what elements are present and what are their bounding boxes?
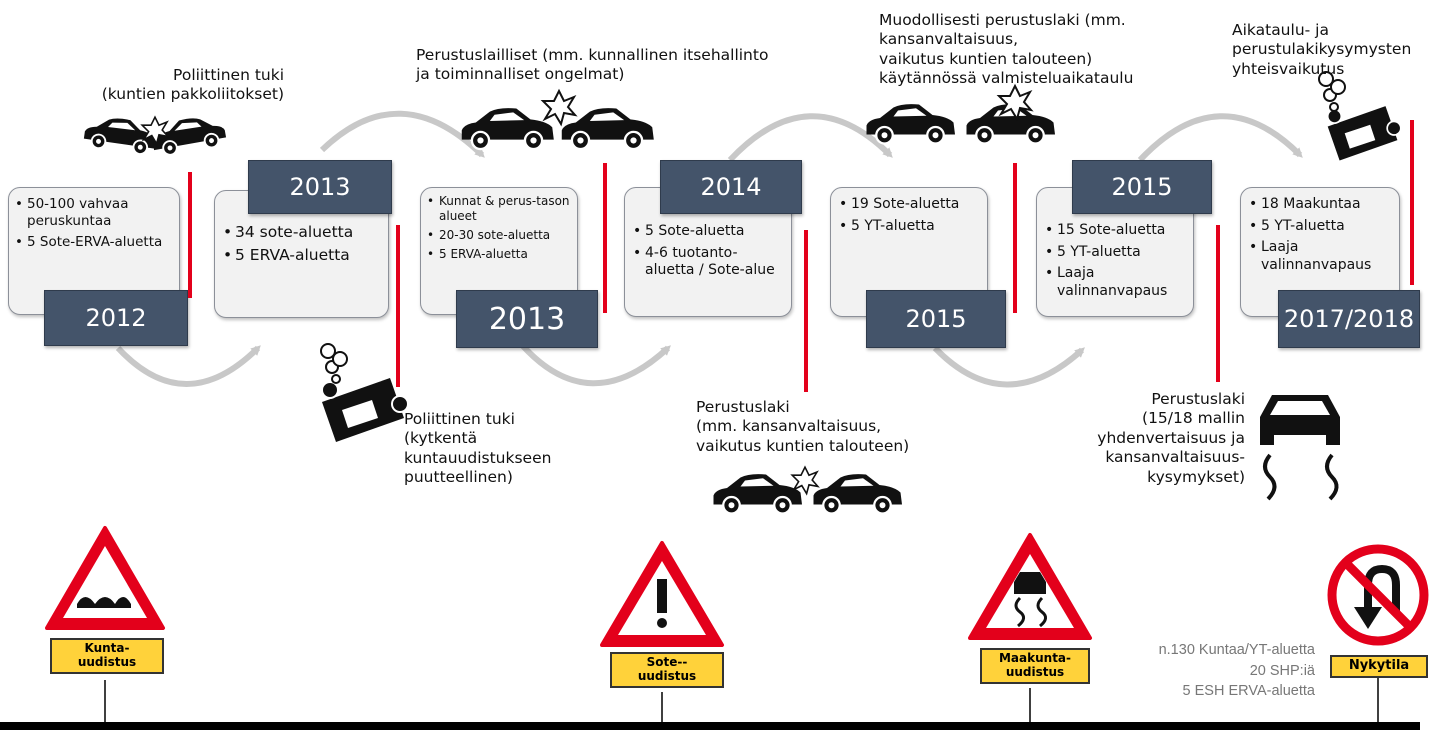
stage-item: 5 YT-aluetta (1045, 244, 1187, 262)
stage-item: 5 Sote-aluetta (633, 223, 785, 241)
stage-item: 18 Maakuntaa (1249, 196, 1393, 214)
stage-item: 5 ERVA-aluetta (223, 246, 382, 266)
stage-item: 50-100 vahvaa peruskuntaa (15, 196, 173, 230)
sign-label-maakuntauudistus: Maakunta- uudistus (980, 648, 1090, 684)
arrow-2012-2013 (115, 345, 261, 387)
stage-item: Kunnat & perus-tason alueet (427, 194, 572, 224)
red-marker (1013, 163, 1017, 313)
stage-item: Laaja valinnanvapaus (1249, 239, 1393, 274)
status-line: 5 ESH ERVA-aluetta (1182, 683, 1315, 699)
car-crash-icon-4 (865, 85, 1057, 145)
stage-item: 20-30 sote-aluetta (427, 228, 572, 243)
car-crash-icon-3 (712, 466, 904, 515)
annotation-constitution-3: Perustuslaki (15/18 mallin yhdenvertaisu… (1097, 390, 1245, 486)
overturned-car-icon-2 (1318, 71, 1402, 162)
annotation-constitution-2: Perustuslaki (mm. kansanvaltaisuus, vaik… (696, 398, 910, 455)
car-crash-icon-1 (81, 111, 229, 159)
year-label: 2012 (44, 290, 188, 346)
current-status: n.130 Kuntaa/YT-aluetta 20 SHP:iä 5 ESH … (1100, 640, 1315, 702)
arrow-2013-2014 (519, 342, 671, 387)
slippery-road-sign-icon (968, 533, 1092, 640)
overturned-car-icon-1 (320, 343, 409, 443)
sign-label-soteuudistus: Sote-- uudistus (610, 652, 724, 688)
annotation-political-support-2: Poliittinen tuki (kytkentä kuntauudistuk… (404, 410, 552, 487)
year-label: 2013 (456, 290, 598, 348)
red-marker (188, 172, 192, 298)
stage-item: 5 YT-aluetta (1249, 218, 1393, 236)
year-label: 2014 (660, 160, 802, 214)
red-marker (396, 225, 400, 387)
red-marker (603, 163, 607, 313)
annotation-schedule: Aikataulu- ja perustulakikysymysten yhte… (1232, 21, 1412, 78)
annotation-formal-constitution: Muodollisesti perustuslaki (mm. kansanva… (879, 11, 1134, 88)
year-label: 2015 (866, 290, 1006, 348)
annotation-political-support-1: Poliittinen tuki (kuntien pakkoliitokset… (101, 66, 284, 104)
car-crash-icon-2 (460, 90, 655, 151)
red-marker (1216, 225, 1220, 382)
skidding-car-icon (1260, 395, 1340, 501)
stage-item: 5 ERVA-aluetta (427, 247, 572, 262)
sign-label-nykytila: Nykytila (1330, 655, 1428, 678)
arrow-2015-2015 (932, 345, 1085, 388)
stage-item: Laaja valinnanvapaus (1045, 265, 1187, 300)
no-u-turn-sign-icon (1327, 544, 1429, 646)
arrow-2014-2015 (727, 113, 893, 163)
stage-item: 19 Sote-aluetta (839, 196, 981, 214)
status-line: 20 SHP:iä (1249, 662, 1315, 679)
red-marker (804, 230, 808, 392)
arrow-2015-2017 (1137, 113, 1303, 163)
uneven-road-sign-icon (45, 526, 165, 630)
year-label: 2017/2018 (1278, 290, 1420, 348)
annotation-constitutional-1: Perustuslailliset (mm. kunnallinen itseh… (416, 46, 769, 84)
stage-item: 34 sote-aluetta (223, 223, 382, 243)
red-marker (1410, 120, 1414, 285)
year-label: 2015 (1072, 160, 1212, 214)
arrow-2013-2013 (319, 110, 485, 158)
stage-item: 5 Sote-ERVA-aluetta (15, 234, 173, 251)
warning-sign-icon (600, 541, 724, 647)
timeline-baseline (0, 722, 1420, 730)
year-label: 2013 (248, 160, 392, 214)
stage-item: 4-6 tuotanto-aluetta / Sote-alue (633, 245, 785, 280)
stage-item: 5 YT-aluetta (839, 218, 981, 236)
stage-item: 15 Sote-aluetta (1045, 222, 1187, 240)
sign-label-kuntauudistus: Kunta- uudistus (50, 638, 164, 674)
status-line: n.130 Kuntaa/YT-aluetta (1158, 642, 1315, 658)
